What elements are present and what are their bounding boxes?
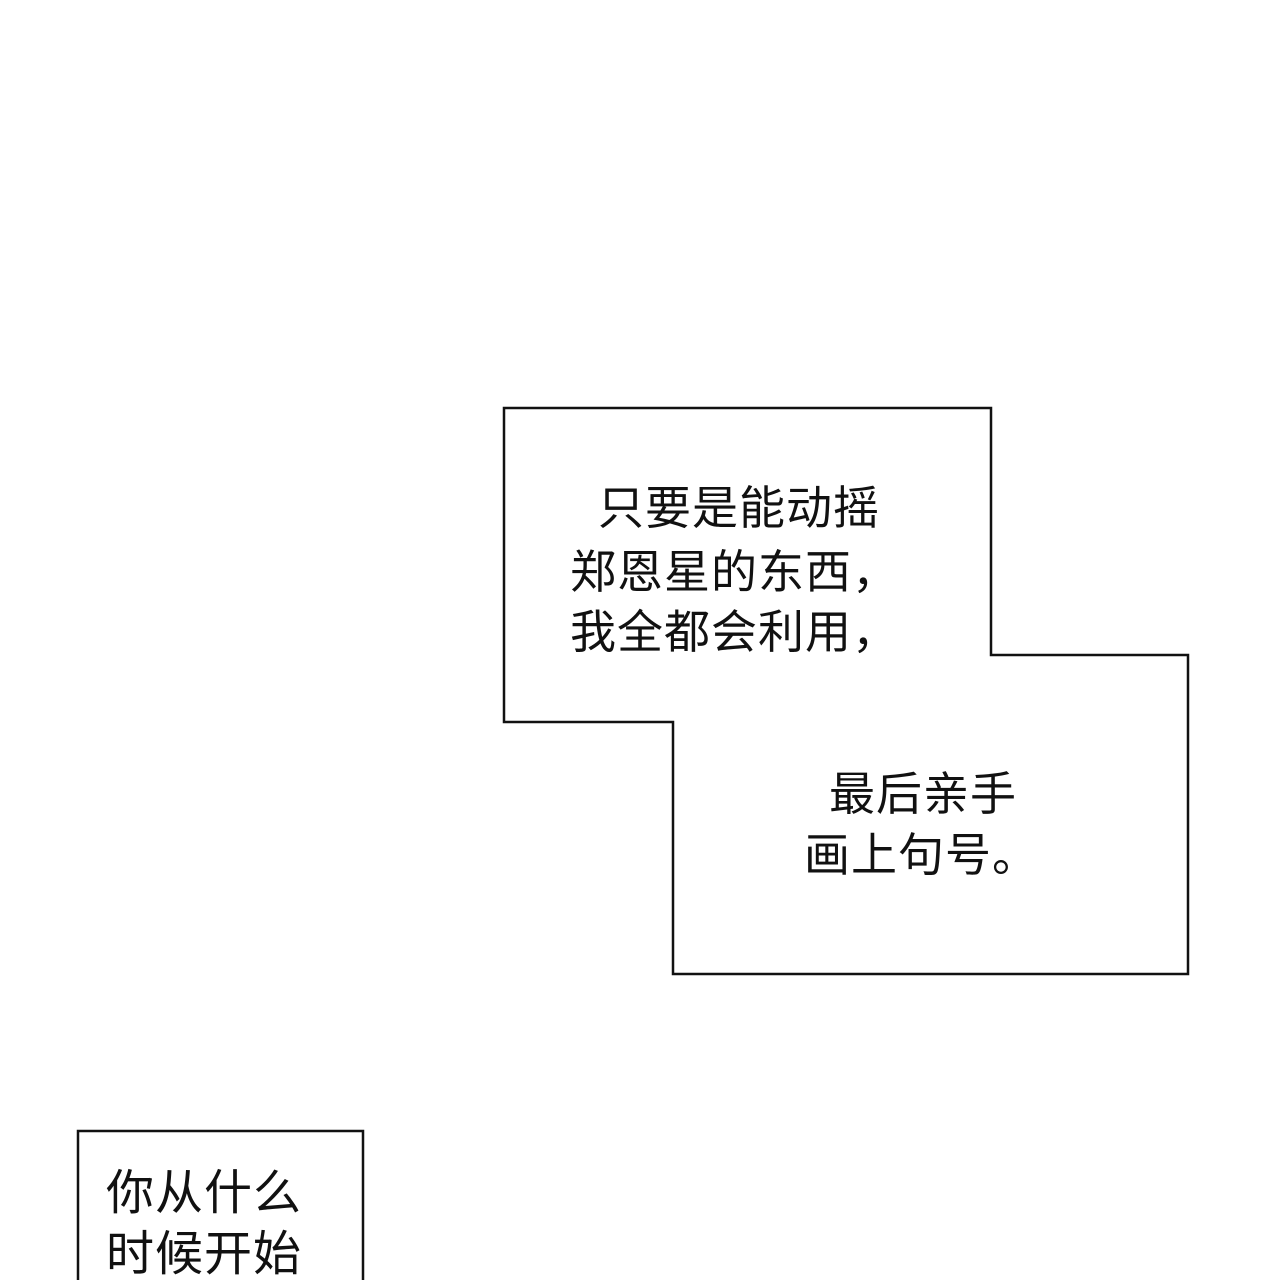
narration-box-2 <box>76 1129 365 1280</box>
narration-line: 最后亲手 <box>829 767 1017 821</box>
narration-line: 郑恩星的东西， <box>570 545 899 599</box>
narration-box-1 <box>502 406 1190 976</box>
narration-line: 只要是能动摇 <box>598 481 880 535</box>
narration-line: 画上句号。 <box>804 828 1039 882</box>
narration-line: 时候开始 <box>106 1226 303 1282</box>
narration-line: 我全都会利用， <box>570 605 899 659</box>
narration-line: 你从什么 <box>106 1165 303 1221</box>
